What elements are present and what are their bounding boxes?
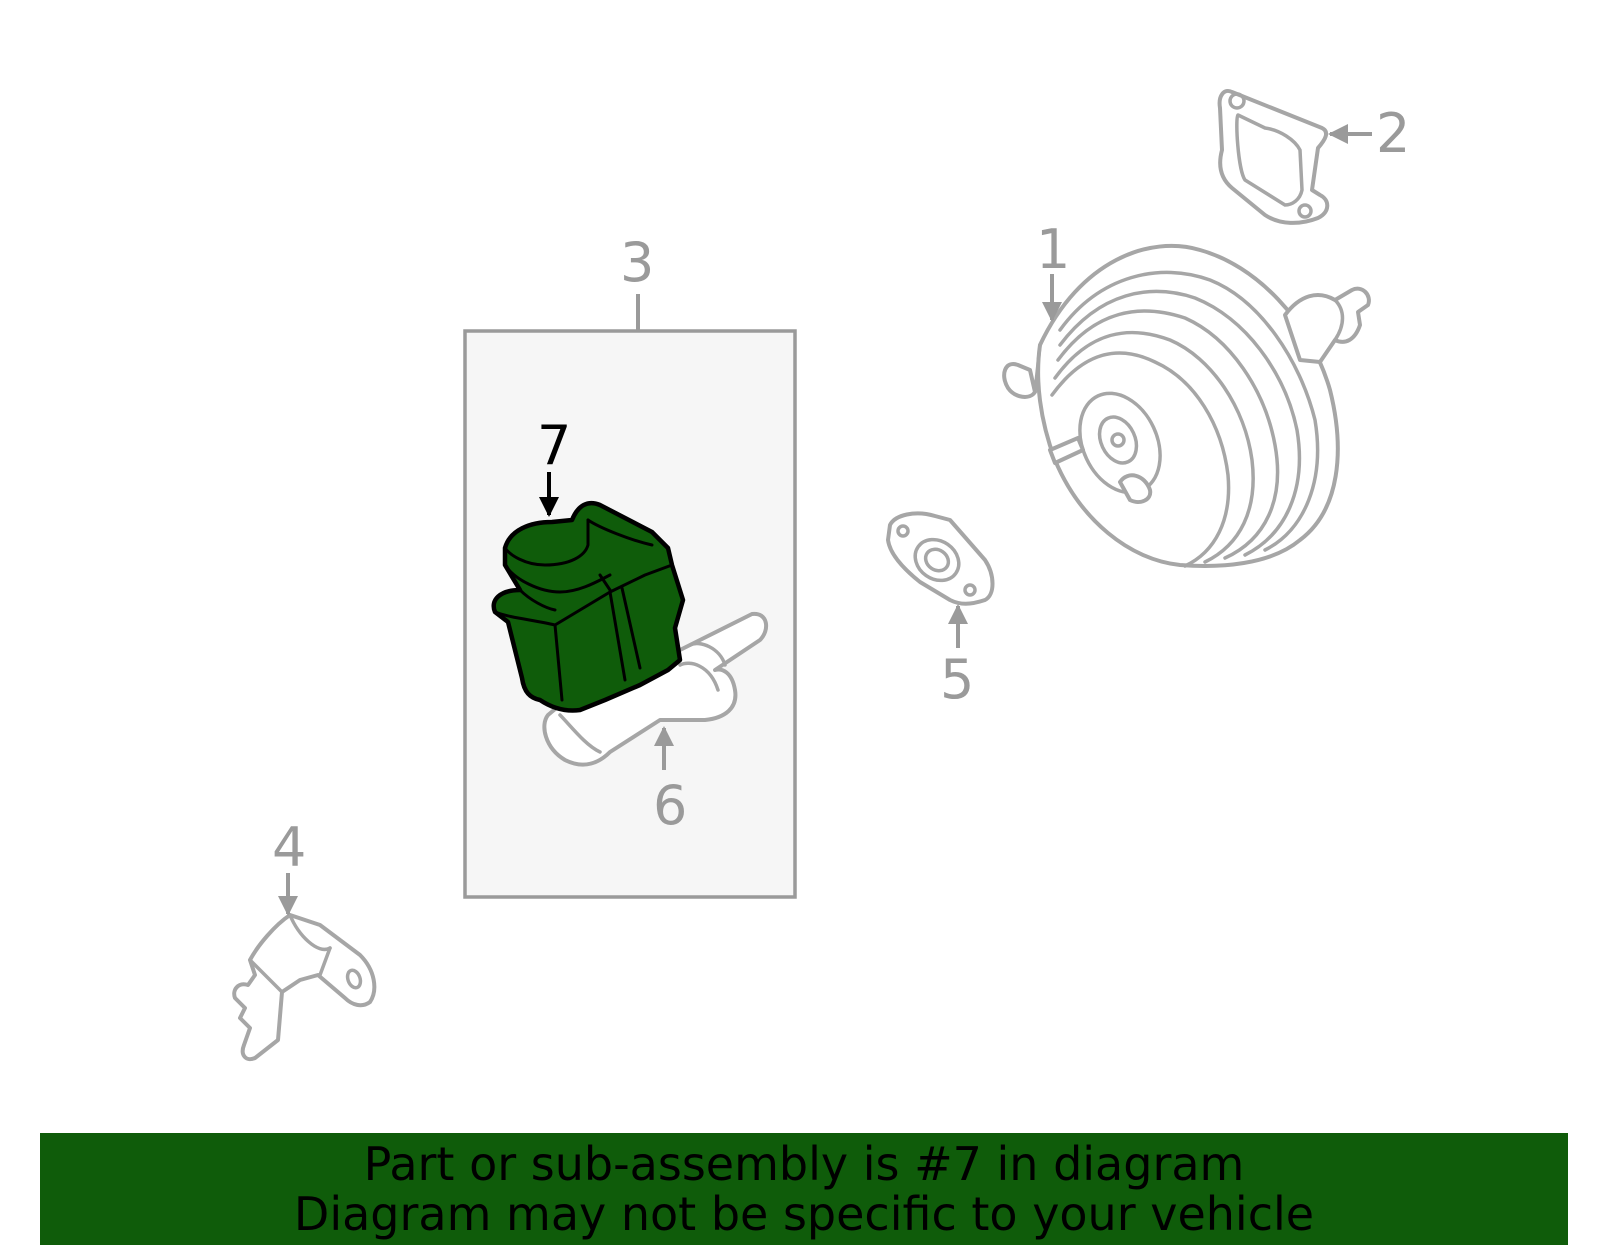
callout-3[interactable]: 3 — [620, 231, 654, 294]
part-5-seal[interactable] — [886, 511, 995, 606]
part-1-brake-booster[interactable] — [1002, 243, 1371, 568]
callout-5[interactable]: 5 — [940, 648, 974, 711]
callout-6[interactable]: 6 — [653, 774, 687, 837]
banner-line-2: Diagram may not be specific to your vehi… — [293, 1187, 1315, 1241]
part-6-master-cylinder[interactable] — [542, 611, 769, 767]
info-banner: Part or sub-assembly is #7 in diagram Di… — [40, 1133, 1568, 1245]
part-2-gasket[interactable] — [1217, 89, 1330, 225]
banner-line-1: Part or sub-assembly is #7 in diagram — [363, 1137, 1245, 1191]
callout-4[interactable]: 4 — [272, 816, 306, 879]
callout-7[interactable]: 7 — [537, 414, 571, 477]
callout-2[interactable]: 2 — [1376, 102, 1410, 165]
callout-1[interactable]: 1 — [1036, 218, 1070, 281]
part-7-reservoir[interactable] — [491, 500, 686, 713]
part-4-bracket[interactable] — [232, 913, 377, 1062]
